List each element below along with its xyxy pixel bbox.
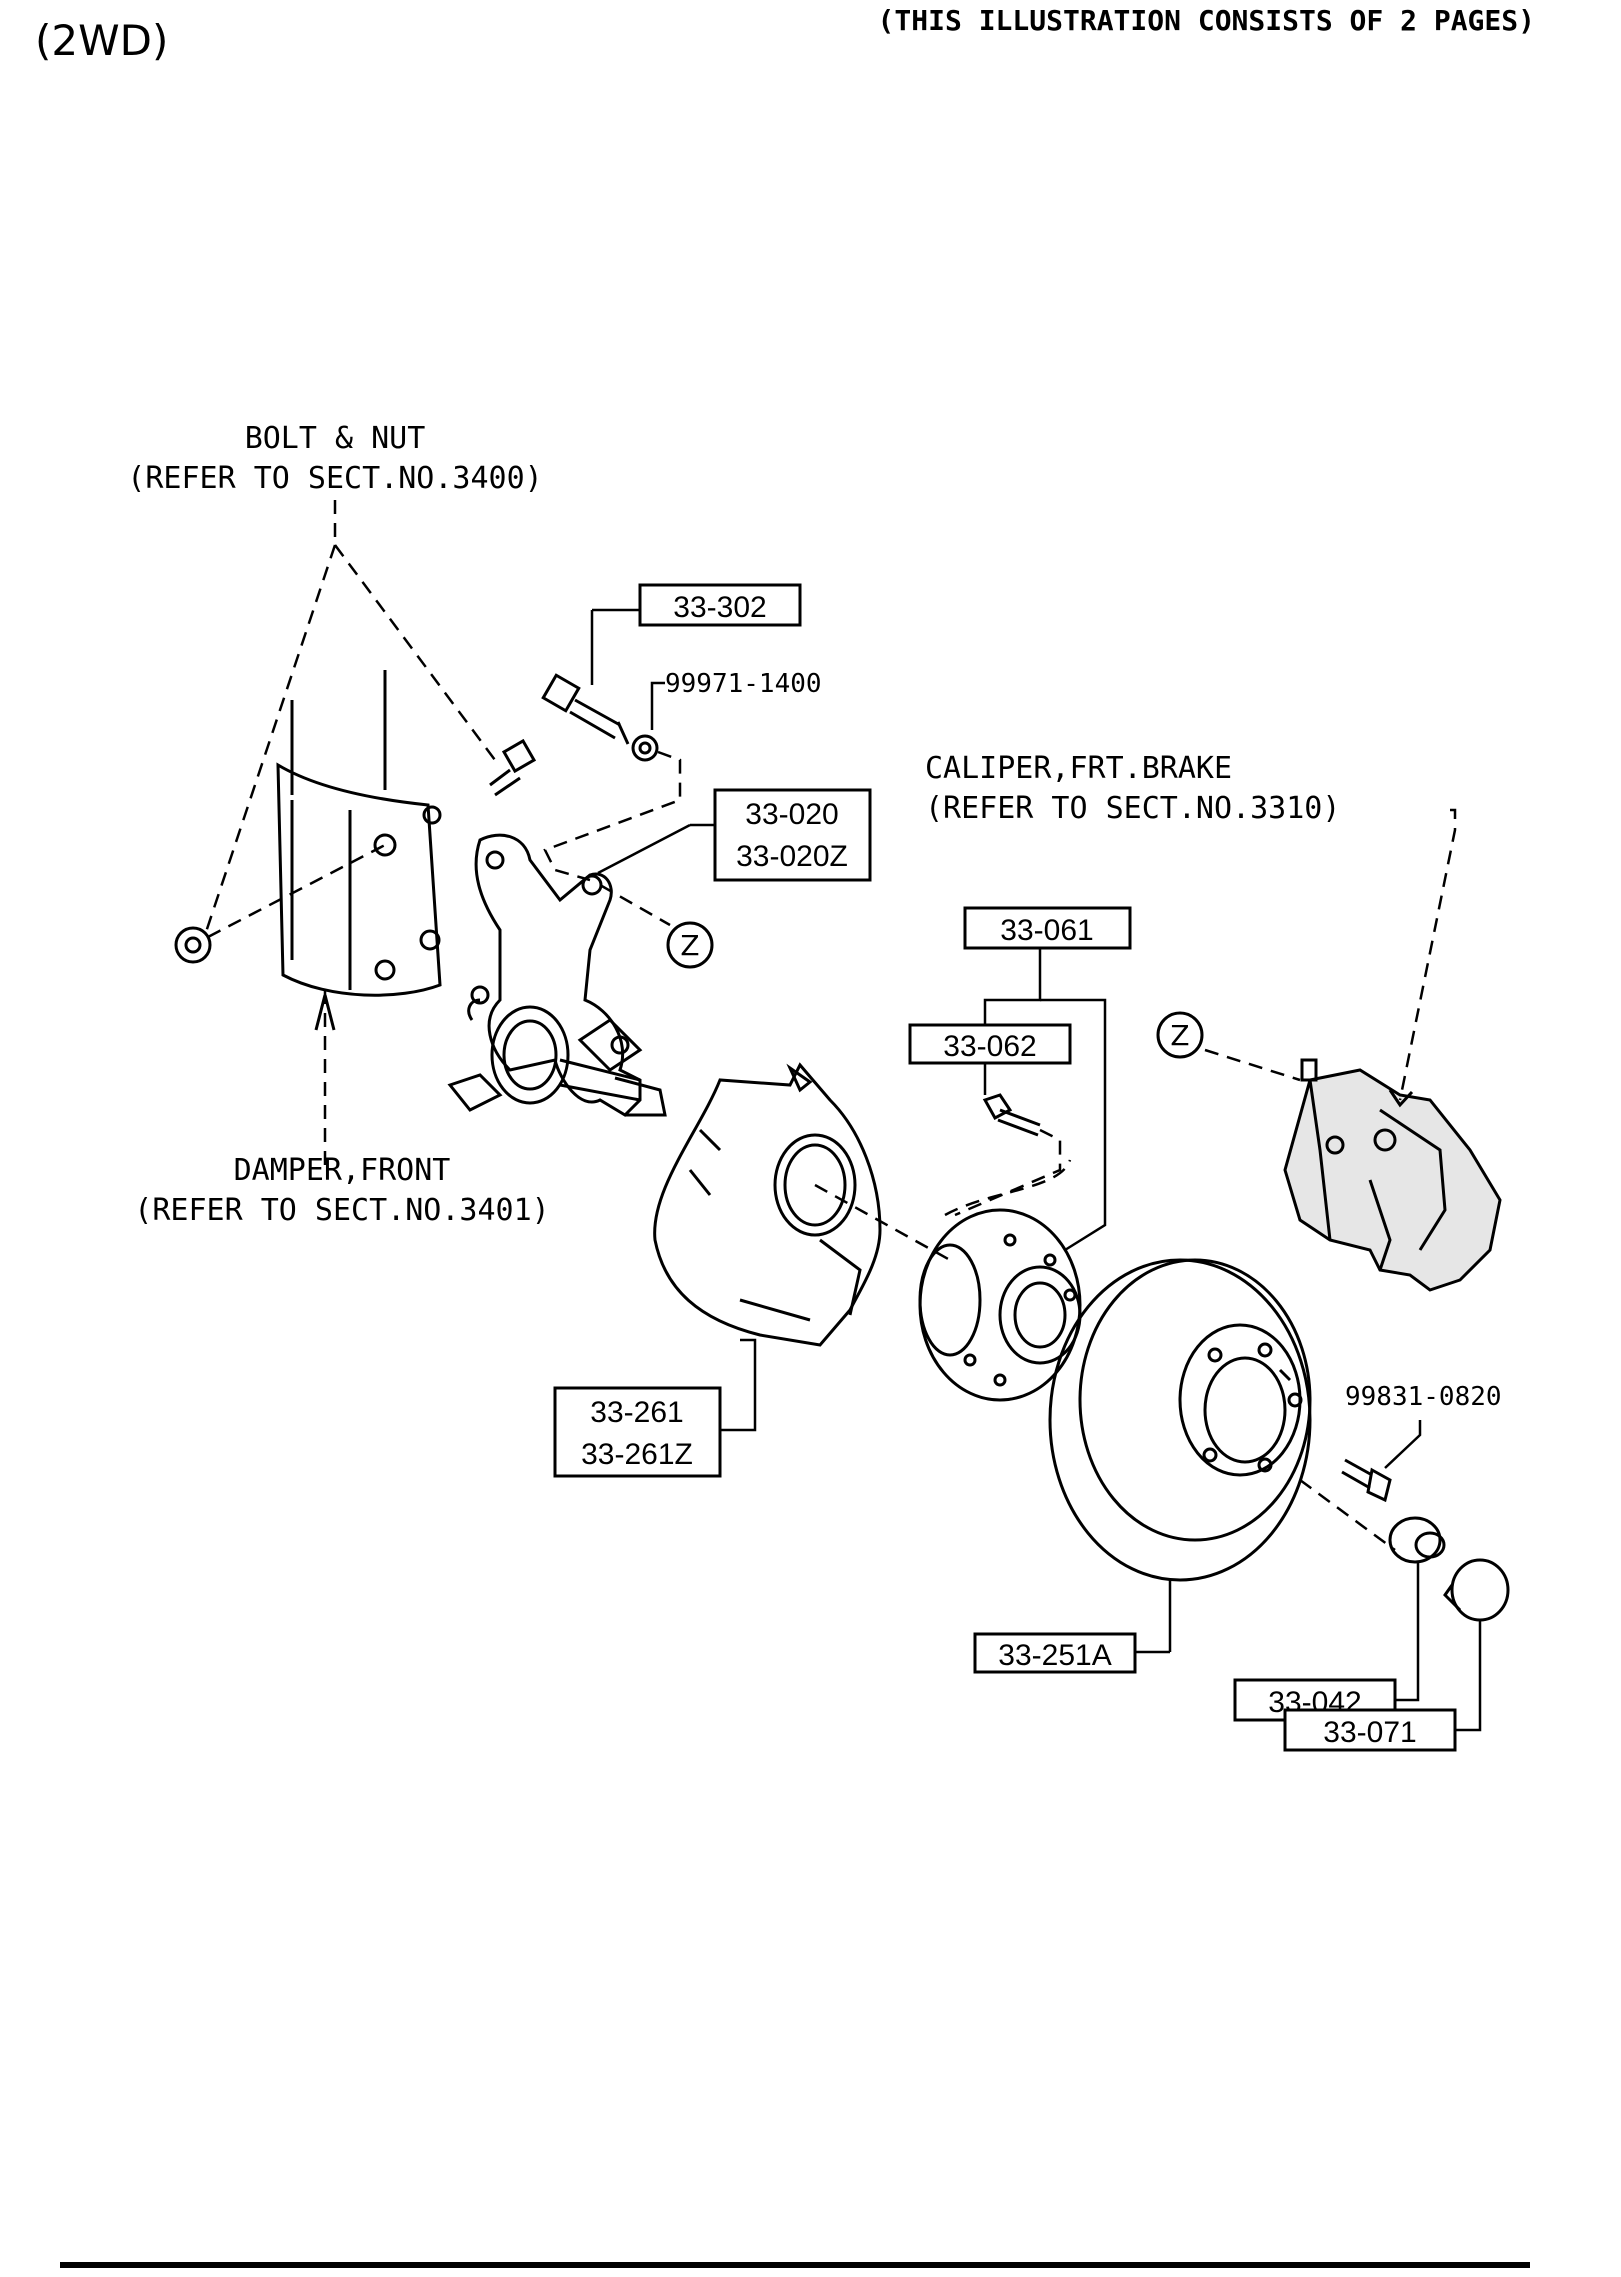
callout-99831-0820: 99831-0820	[1345, 1382, 1502, 1412]
callout-99971-1400: 99971-1400	[665, 669, 822, 699]
callout-33-061: 33-061	[963, 906, 1132, 950]
ref-mark-z2: Z	[1156, 1011, 1204, 1059]
callout-33-261-label: 33-261	[590, 1396, 683, 1429]
callout-33-261: 33-261 33-261Z	[553, 1386, 722, 1478]
bolt-33-302	[541, 608, 640, 745]
brake-disc	[1048, 1258, 1312, 1654]
damper-note-line2: (REFER TO SECT.NO.3401)	[134, 1193, 549, 1228]
callout-33-020z-label: 33-020Z	[736, 840, 848, 873]
hub-nut	[1388, 1516, 1446, 1702]
wheel-hub	[918, 985, 1107, 1402]
callout-33-251a: 33-251A	[973, 1632, 1137, 1674]
callout-33-062: 33-062	[908, 1023, 1072, 1065]
callout-33-020: 33-020 33-020Z	[713, 788, 872, 882]
damper-front	[276, 670, 442, 1165]
damper-note-line1: DAMPER,FRONT	[234, 1153, 451, 1188]
hub-cap	[1443, 1558, 1510, 1732]
bolt-nut-leaders	[203, 500, 497, 936]
bolt-nut-note-line2: (REFER TO SECT.NO.3400)	[127, 461, 542, 496]
callout-33-071: 33-071	[1283, 1708, 1457, 1752]
callout-33-062-label: 33-062	[943, 1030, 1036, 1063]
callout-33-020-label: 33-020	[745, 798, 838, 831]
washer-99971-1400	[543, 681, 682, 882]
bolt-nut-note-line1: BOLT & NUT	[245, 421, 426, 456]
hub-bolt	[954, 1075, 1062, 1217]
caliper-note-line2: (REFER TO SECT.NO.3310)	[925, 791, 1340, 826]
callout-33-261z-label: 33-261Z	[581, 1438, 693, 1471]
ref-mark-z1: Z	[666, 921, 714, 969]
strut-bolt	[489, 738, 537, 797]
variant-label: (2WD)	[35, 16, 168, 65]
disc-screw	[1299, 1420, 1422, 1552]
callout-33-061-label: 33-061	[1000, 914, 1093, 947]
caliper-note-line1: CALIPER,FRT.BRAKE	[925, 751, 1232, 786]
pages-note: (THIS ILLUSTRATION CONSISTS OF 2 PAGES)	[878, 4, 1535, 37]
callout-33-302: 33-302	[638, 583, 802, 627]
callout-33-302-label: 33-302	[673, 591, 766, 624]
callout-33-251a-label: 33-251A	[998, 1639, 1111, 1672]
steering-knuckle	[447, 823, 715, 1117]
ref-mark-z2-label: Z	[1170, 1019, 1189, 1052]
flange-nut	[174, 843, 386, 964]
brake-caliper	[1204, 808, 1502, 1292]
callout-33-071-label: 33-071	[1323, 1716, 1416, 1749]
ref-mark-z1-label: Z	[680, 929, 699, 962]
dust-cover	[653, 1062, 951, 1432]
